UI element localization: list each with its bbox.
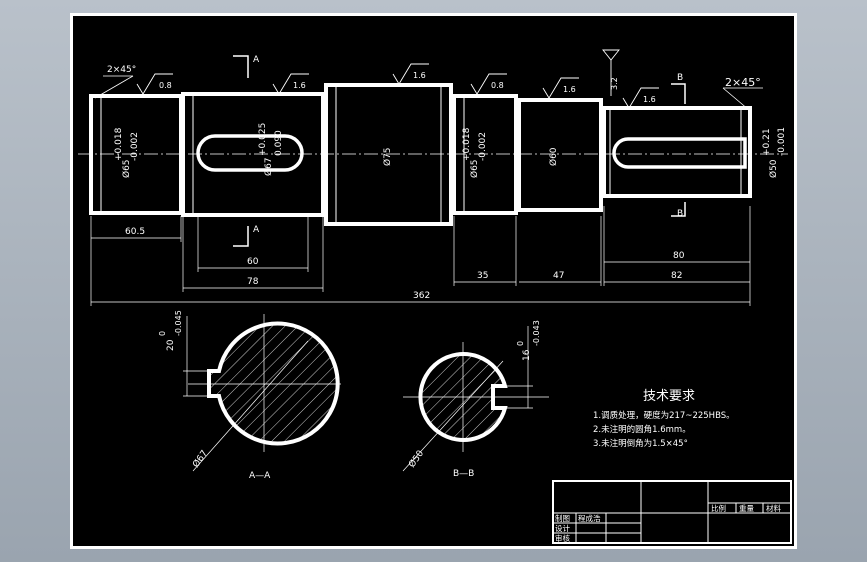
len-35: 35 [477,271,488,281]
roughness-4: 0.8 [491,81,504,90]
tb-review: 审核 [555,533,570,543]
len-362: 362 [413,291,430,301]
shaft-segment-3 [324,83,453,226]
tb-weight: 重量 [739,504,754,513]
note-3: 3.未注明倒角为1.5×45° [593,438,688,449]
technical-notes: 技术要求 1.调质处理，硬度为217~225HBS。 2.未注明的圆角1.6mm… [593,389,735,449]
dia-label-4: Ø65 [469,159,480,178]
shaft-outline [89,83,752,226]
roughness-5: 1.6 [563,85,576,94]
shaft-segment-5 [517,98,603,212]
shaft-segment-6 [602,106,752,198]
tb-scale: 比例 [711,503,726,513]
tb-material: 材料 [766,503,781,513]
dimension-lines [90,206,751,306]
dia-label-2: Ø67 [263,157,274,176]
bb-label: B—B [453,469,474,479]
roughness-3: 1.6 [413,71,426,80]
dia-label-6: Ø50 [768,159,779,178]
keyway-b [612,137,747,169]
bb-key-dim: 16 [522,349,532,361]
bb-diameter: Ø50 [406,448,426,470]
dia-label-5: Ø60 [548,147,559,166]
dia-label-3: Ø75 [382,147,393,166]
dia-tol-1b: -0.002 [130,132,140,161]
note-2: 2.未注明的圆角1.6mm。 [593,424,691,435]
note-1: 1.调质处理，硬度为217~225HBS。 [593,410,735,421]
aa-key-tol-2: -0.045 [174,310,183,336]
shaft-segment-4 [452,94,518,215]
chamfer-left-label: 2×45° [107,65,136,75]
notes-title: 技术要求 [643,389,695,404]
roughness-7: 3.2 [610,77,619,90]
dia-tol-6a: +0.21 [762,128,772,156]
section-a-bottom: A [253,225,260,235]
section-bb: 16 0 -0.043 Ø50 B—B [402,320,549,479]
dia-tol-2a: +0.025 [258,123,268,156]
len-47: 47 [553,271,564,281]
tb-design: 设计 [555,523,570,533]
bb-key-tol-2: -0.043 [532,320,541,346]
dia-tol-2b: 0.090 [274,130,284,156]
roughness-6: 1.6 [643,95,656,104]
dia-tol-1a: +0.018 [114,127,124,161]
aa-key-tol-1: 0 [158,331,167,336]
dia-tol-4b: -0.002 [478,132,488,161]
section-aa: 20 0 -0.045 Ø67 A—A [158,310,341,481]
drawing-sheet: Ø65 +0.018 -0.002 Ø67 +0.025 0.090 Ø75 Ø… [70,13,797,549]
shaft-drawing: Ø65 +0.018 -0.002 Ø67 +0.025 0.090 Ø75 Ø… [78,49,792,544]
len-82: 82 [671,271,682,281]
aa-key-dim: 20 [166,339,176,351]
section-b-bottom: B [677,209,683,219]
chamfer-right-label: 2×45° [725,76,761,89]
title-block [552,480,792,544]
aa-diameter: Ø67 [190,448,210,470]
roughness-1: 0.8 [159,81,172,90]
roughness-symbols [136,49,659,109]
len-78: 78 [247,277,259,287]
shaft-segment-2 [181,92,325,217]
keyway-a [196,134,304,172]
dia-label-1: Ø65 [121,159,132,178]
aa-label: A—A [249,471,271,481]
tb-drawn-name: 程成浩 [578,513,601,523]
len-60: 60 [247,257,259,267]
dia-tol-6b: -0.001 [777,127,787,156]
section-b-top: B [677,73,683,83]
roughness-2: 1.6 [293,81,306,90]
dia-tol-4a: +0.018 [462,127,472,161]
section-a-top: A [253,55,260,65]
bb-key-tol-1: 0 [516,341,525,346]
len-80: 80 [673,251,685,261]
len-60-5: 60.5 [125,227,145,237]
tb-drawn: 制图 [555,513,570,523]
